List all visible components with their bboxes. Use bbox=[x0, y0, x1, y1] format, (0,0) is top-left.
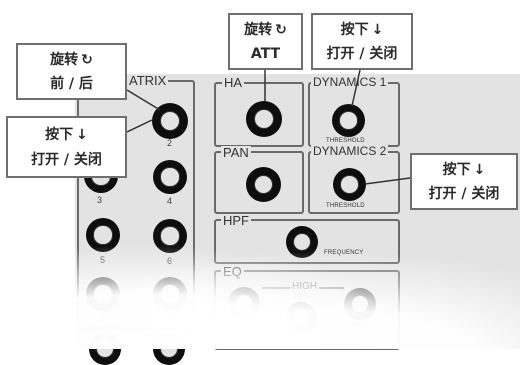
callout-press-matrix-line2: 打开 / 关闭 bbox=[31, 152, 102, 168]
callout-press-dynamics1-line2: 打开 / 关闭 bbox=[326, 46, 398, 62]
rotate-icon: ↻ bbox=[275, 22, 287, 38]
callout-rotate-att-line1: 旋转 bbox=[244, 22, 273, 38]
callout-press-matrix-line1: 按下 bbox=[45, 127, 74, 143]
callout-rotate-matrix-line2: 前 / 后 bbox=[50, 76, 93, 92]
callout-rotate-att-line2: ATT bbox=[250, 46, 281, 62]
callout-press-dynamics2-line2: 打开 / 关闭 bbox=[428, 186, 500, 202]
down-arrow-icon: ↓ bbox=[473, 162, 486, 178]
down-arrow-icon: ↓ bbox=[76, 127, 88, 143]
callout-leader-lines bbox=[126, 69, 411, 185]
callout-rotate-matrix: 旋转↻ 前 / 后 bbox=[16, 43, 127, 100]
callout-press-dynamics2-line1: 按下 bbox=[442, 162, 471, 178]
callout-press-dynamics2: 按下↓ 打开 / 关闭 bbox=[410, 153, 518, 210]
callout-rotate-att: 旋转↻ ATT bbox=[228, 13, 303, 70]
callout-rotate-matrix-line1: 旋转 bbox=[50, 52, 79, 68]
rotate-icon: ↻ bbox=[81, 52, 93, 68]
down-arrow-icon: ↓ bbox=[371, 22, 384, 38]
callout-press-dynamics1: 按下↓ 打开 / 关闭 bbox=[311, 13, 413, 70]
callout-press-matrix: 按下↓ 打开 / 关闭 bbox=[6, 116, 127, 178]
callout-press-dynamics1-line1: 按下 bbox=[340, 22, 369, 38]
